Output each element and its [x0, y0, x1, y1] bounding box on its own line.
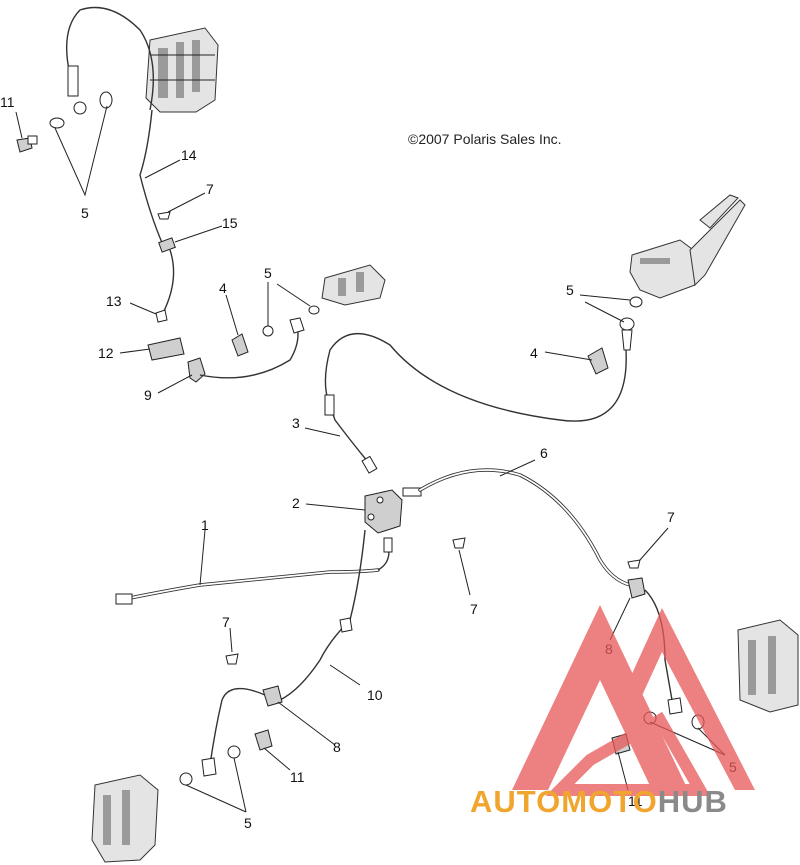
hose-14	[139, 109, 164, 246]
bolt-11	[16, 135, 38, 153]
washer	[99, 91, 113, 109]
callout-11: 11	[290, 769, 305, 785]
hose-fitting	[339, 617, 353, 633]
screw-13	[155, 309, 168, 323]
autumotohub-logo	[512, 605, 755, 796]
master-cylinder	[629, 194, 746, 299]
hose-fitting	[289, 317, 305, 334]
callout-11: 11	[628, 793, 643, 809]
bolt-4	[231, 333, 249, 357]
distribution-block-2	[364, 489, 403, 534]
callout-7: 7	[667, 509, 675, 525]
callout-7: 7	[222, 614, 230, 630]
banjo-fitting	[621, 329, 633, 351]
hose-fitting	[361, 455, 378, 474]
clamp-8	[262, 685, 283, 707]
line-1	[128, 568, 380, 600]
banjo-fitting	[667, 697, 683, 715]
callout-5: 5	[566, 282, 574, 298]
hose-to-rear-caliper	[199, 321, 299, 379]
callout-1: 1	[201, 517, 209, 533]
logo-text: AUTOMOTOHUB	[470, 784, 728, 819]
callout-5: 5	[81, 205, 89, 221]
callout-11: 11	[0, 94, 15, 110]
callout-5: 5	[264, 265, 272, 281]
master-hose	[324, 332, 627, 422]
front-right-caliper	[737, 619, 799, 713]
callout-10: 10	[367, 687, 383, 703]
callout-12: 12	[98, 345, 114, 361]
banjo-fitting	[201, 757, 217, 777]
washer	[73, 101, 87, 115]
screw	[225, 653, 239, 665]
callout-8: 8	[333, 739, 341, 755]
callout-7: 7	[470, 601, 478, 617]
callout-14: 14	[181, 147, 197, 163]
front-left-caliper	[145, 27, 219, 113]
line-10	[279, 529, 366, 701]
screw	[627, 559, 641, 569]
hose-left-caliper	[209, 687, 266, 766]
callout-9: 9	[144, 387, 152, 403]
callout-4: 4	[530, 345, 538, 361]
washer	[227, 745, 241, 759]
washer	[179, 772, 193, 786]
copyright-text: ©2007 Polaris Sales Inc.	[408, 131, 562, 147]
logo-hub: HUB	[658, 784, 728, 819]
logo-moto: MOTO	[561, 784, 657, 819]
hose-fitting	[402, 487, 422, 497]
clamp-8	[627, 577, 646, 599]
leader-lines	[15, 105, 726, 813]
clip-9	[187, 357, 206, 383]
washer	[619, 317, 635, 331]
rear-small-caliper	[321, 264, 386, 306]
callout-13: 13	[106, 293, 122, 309]
rear-left-caliper	[91, 774, 159, 863]
callout-6: 6	[540, 445, 548, 461]
hose-6	[418, 468, 632, 587]
hose-fitting	[383, 537, 393, 553]
hose-3	[327, 399, 369, 463]
hose-lower-left	[161, 249, 175, 316]
logo-auto: AUTO	[470, 784, 561, 819]
washer	[308, 305, 320, 315]
callout-7: 7	[206, 181, 214, 197]
bracket-12	[147, 337, 185, 361]
washer	[262, 325, 274, 337]
bolt-11	[254, 729, 273, 751]
clip-15	[158, 237, 176, 253]
washer	[629, 296, 643, 308]
bolt-4	[587, 347, 609, 375]
callout-2: 2	[292, 495, 300, 511]
hose-fitting	[324, 394, 335, 416]
callout-3: 3	[292, 415, 300, 431]
hose-fitting	[115, 593, 133, 605]
callout-4: 4	[219, 280, 227, 296]
upper-hose-loop	[65, 6, 154, 111]
screw	[452, 537, 466, 549]
callout-5: 5	[244, 815, 252, 831]
screw	[157, 211, 171, 220]
banjo-fitting	[67, 65, 79, 97]
callout-15: 15	[222, 215, 238, 231]
washer	[49, 117, 65, 129]
